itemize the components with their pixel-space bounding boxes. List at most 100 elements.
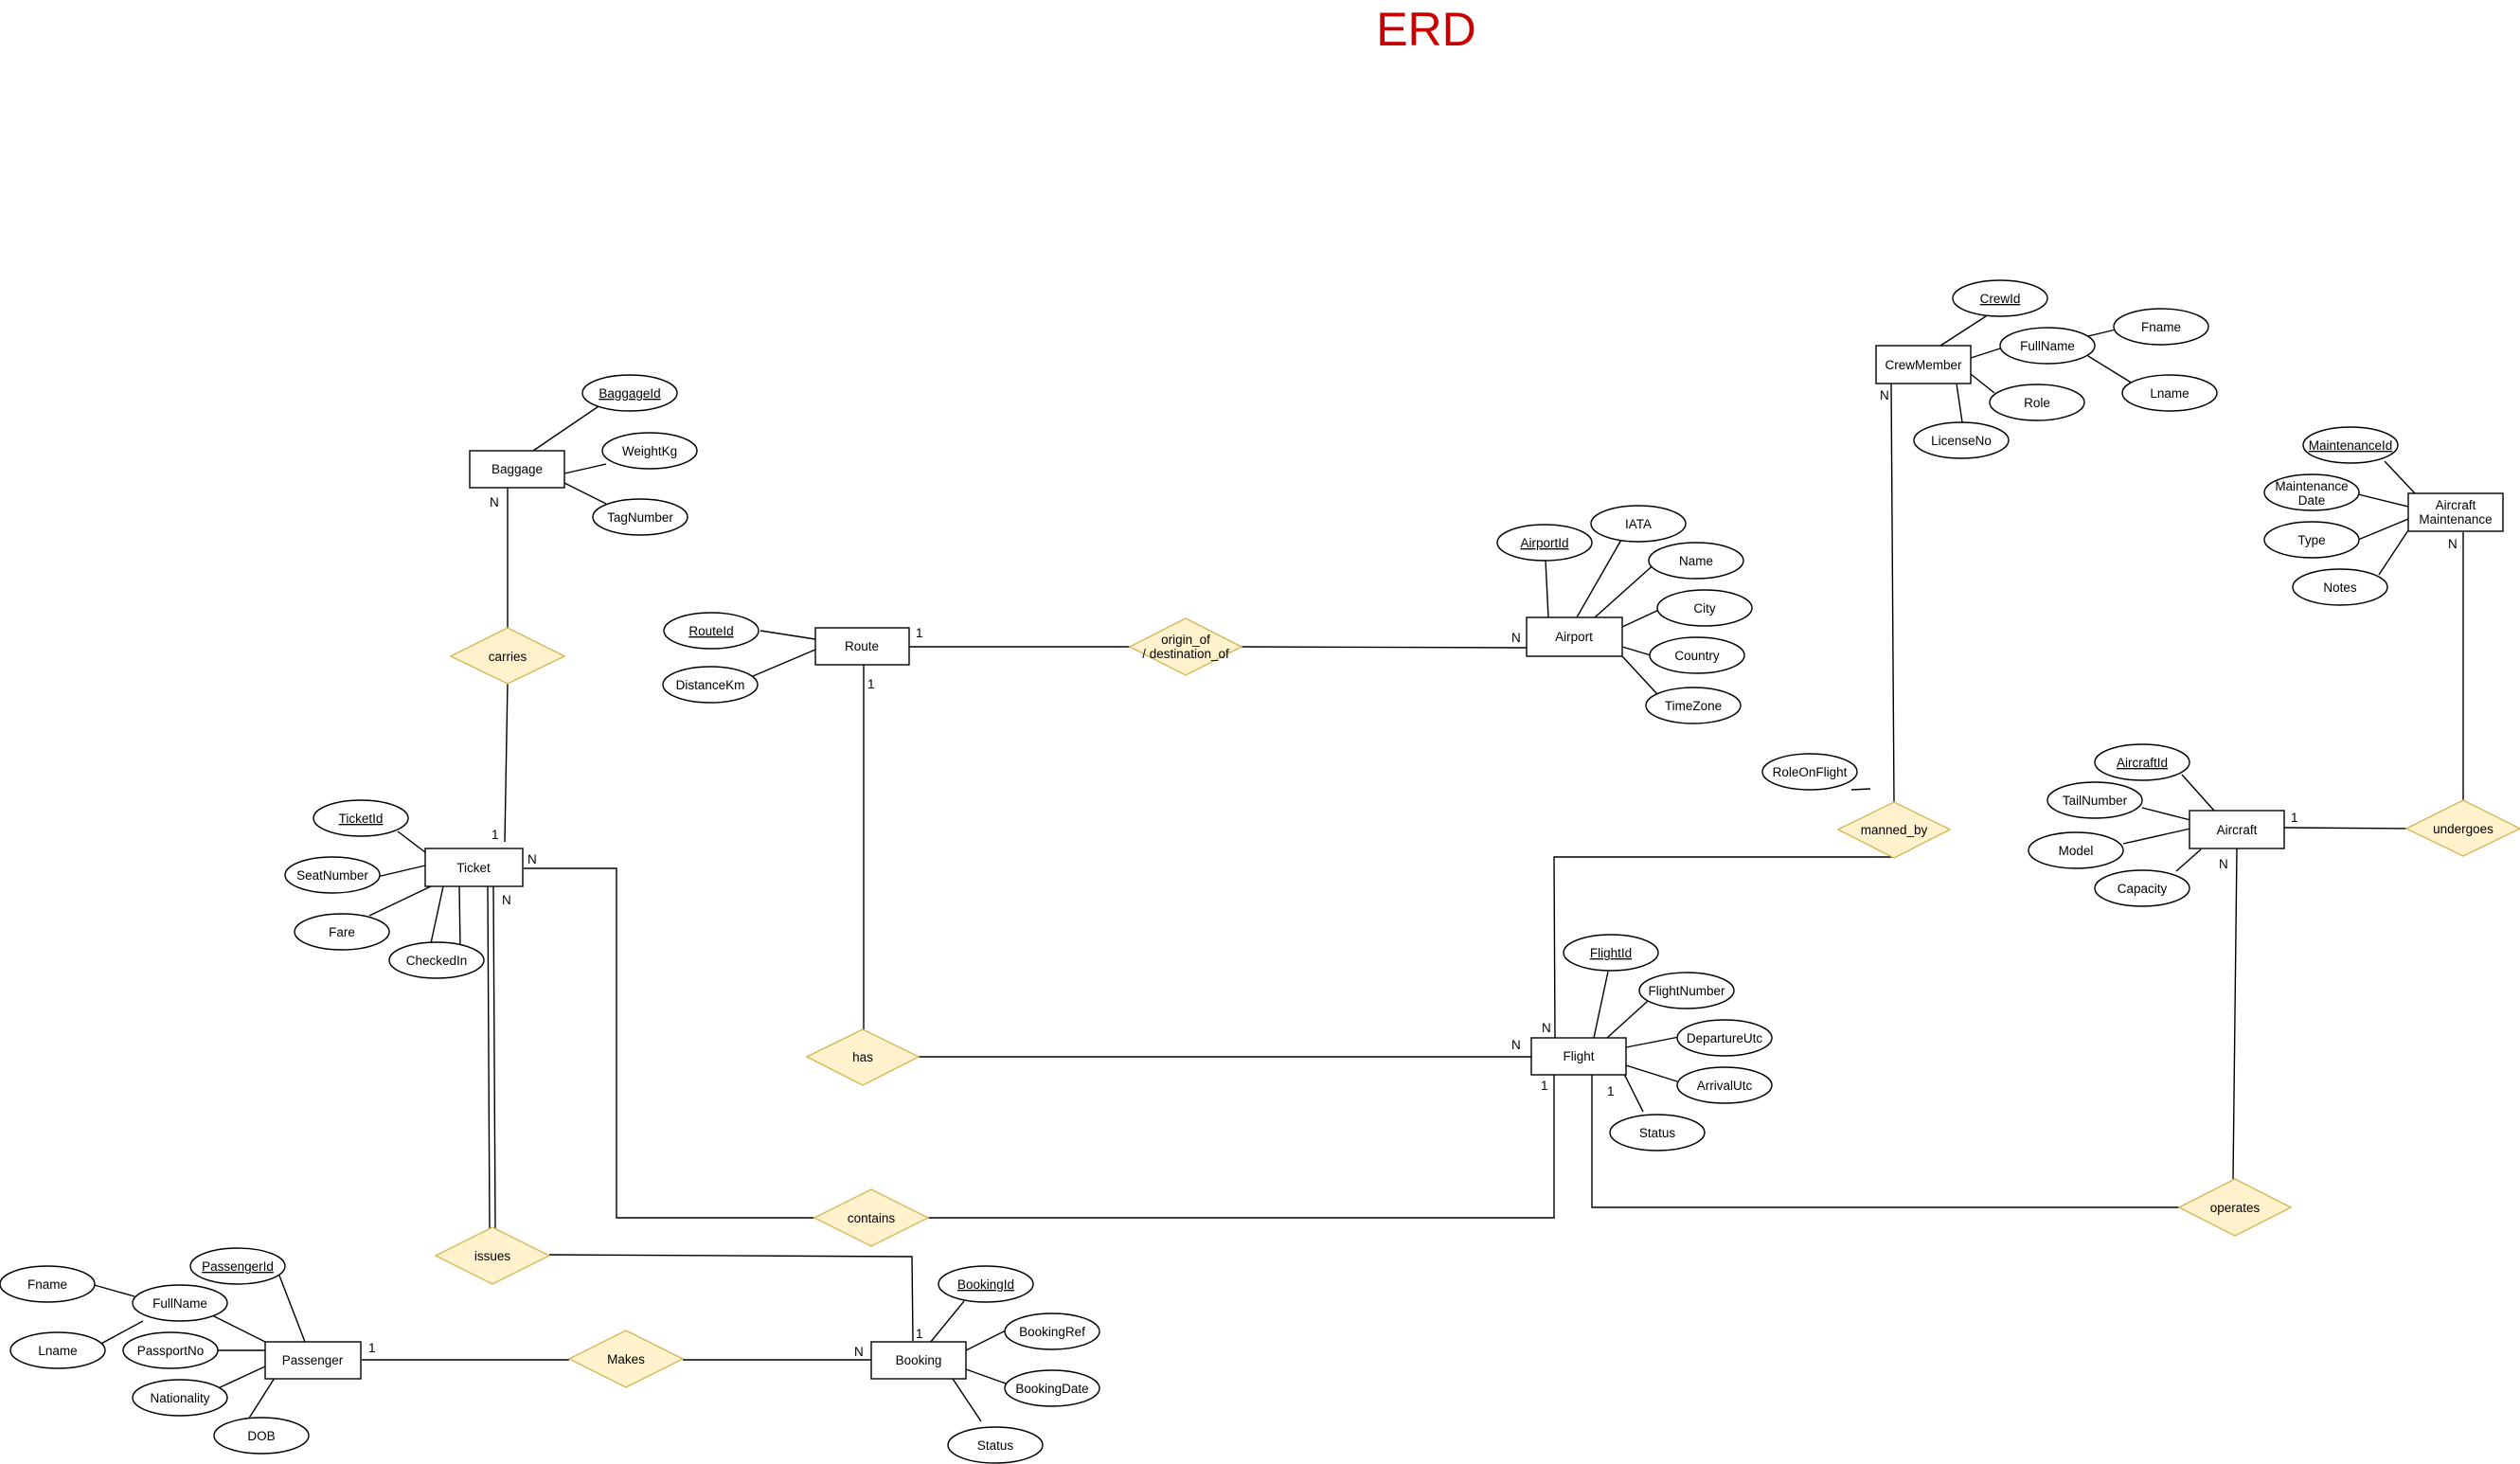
entity-label: Flight [1563, 1049, 1594, 1063]
attribute-tail-number: TailNumber [2046, 781, 2143, 819]
attribute-pass-lname: Lname [9, 1331, 106, 1369]
cardinality-ticket-carries: 1 [491, 828, 499, 842]
entity-crewmember: CrewMember [1875, 345, 1972, 384]
entity-label: Booking [896, 1353, 942, 1367]
entity-label: Aircraft [2436, 498, 2476, 512]
attribute-label: Lname [2150, 386, 2189, 401]
attribute-label: ArrivalUtc [1697, 1079, 1753, 1093]
relationship-label: contains [848, 1211, 896, 1225]
relationship-operates: operates [2177, 1178, 2293, 1237]
attribute-maintenance-date: Maintenance Date [2263, 473, 2360, 511]
attribute-maintenance-id: MaintenanceId [2302, 426, 2399, 464]
entity-baggage: Baggage [469, 450, 565, 489]
attribute-city: City [1656, 589, 1753, 627]
attribute-label: IATA [1625, 517, 1652, 531]
relationship-contains: contains [813, 1188, 930, 1247]
entity-label: Route [845, 639, 879, 653]
attribute-role-on-flight: RoleOnFlight [1761, 753, 1858, 791]
attribute-label: TimeZone [1665, 699, 1722, 713]
attribute-weight-kg: WeightKg [601, 432, 698, 470]
attribute-label: TailNumber [2063, 794, 2128, 808]
relationship-label: issues [474, 1249, 511, 1263]
cardinality-flight-manned: N [1542, 1021, 1551, 1035]
relationship-manned-by: manned_by [1836, 801, 1952, 859]
attribute-label: Date [2298, 493, 2326, 508]
attribute-label: Nationality [150, 1391, 209, 1405]
attribute-label: TagNumber [607, 510, 673, 525]
cardinality-crew-manned: N [1880, 388, 1889, 402]
attribute-crew-id: CrewId [1952, 279, 2048, 317]
attribute-label: Type [2297, 533, 2325, 547]
cardinality-airport-origin: N [1511, 631, 1521, 645]
relationship-undergoes: undergoes [2404, 799, 2520, 857]
cardinality-aircraft-undergoes: 1 [2291, 811, 2298, 825]
entity-airport: Airport [1526, 616, 1623, 657]
attribute-model: Model [2028, 831, 2124, 869]
entity-label: Maintenance [2419, 512, 2492, 527]
attribute-label: RoleOnFlight [1773, 765, 1848, 779]
attribute-label: SeatNumber [296, 868, 368, 883]
attribute-label: CheckedIn [406, 954, 468, 968]
relationship-origin-of: origin_of / destination_of [1128, 617, 1243, 676]
attribute-label: PassengerId [202, 1259, 274, 1274]
attribute-label: Notes [2323, 580, 2357, 595]
attribute-crew-fname: Fname [2113, 308, 2209, 346]
attribute-label: LicenseNo [1931, 434, 1992, 448]
attribute-label: AircraftId [2117, 756, 2168, 770]
attribute-iata: IATA [1590, 505, 1687, 543]
entity-passenger: Passenger [264, 1341, 362, 1380]
connectors [90, 315, 2464, 1428]
attribute-timezone: TimeZone [1645, 687, 1742, 724]
attribute-label: Model [2059, 844, 2094, 858]
cardinality-booking-issues: 1 [916, 1327, 923, 1341]
attribute-passport-no: PassportNo [122, 1331, 219, 1369]
attribute-label: Fname [27, 1277, 67, 1292]
attribute-fare: Fare [294, 913, 390, 951]
attribute-pass-fullname: FullName [132, 1284, 228, 1322]
relationship-label: / destination_of [1142, 647, 1229, 661]
relationship-label: origin_of [1161, 633, 1210, 647]
attribute-label: Maintenance [2275, 479, 2348, 493]
attribute-country: Country [1649, 636, 1745, 674]
attribute-checked-in: CheckedIn [388, 941, 485, 979]
attribute-maint-notes: Notes [2292, 568, 2388, 606]
attribute-capacity: Capacity [2094, 869, 2190, 907]
attribute-booking-date: BookingDate [1004, 1369, 1100, 1407]
attribute-distance-km: DistanceKm [662, 666, 759, 704]
attribute-label: FlightId [1590, 946, 1632, 960]
cardinality-booking-makes: N [854, 1345, 864, 1359]
entity-label: Aircraft [2217, 823, 2258, 837]
relationship-has: has [805, 1028, 920, 1086]
attribute-booking-id: BookingId [938, 1265, 1034, 1303]
attribute-pass-fname: Fname [0, 1265, 96, 1303]
cardinality-route-origin: 1 [916, 626, 923, 640]
attribute-label: PassportNo [137, 1344, 205, 1358]
attribute-flight-id: FlightId [1563, 934, 1659, 972]
relationship-label: undergoes [2433, 822, 2493, 836]
entity-flight: Flight [1530, 1037, 1627, 1076]
attribute-arrival-utc: ArrivalUtc [1676, 1066, 1773, 1104]
attribute-flight-status: Status [1609, 1114, 1706, 1152]
attribute-label: MaintenanceId [2309, 438, 2393, 453]
attribute-label: BookingDate [1015, 1382, 1088, 1396]
attribute-seat-number: SeatNumber [284, 856, 381, 894]
attribute-departure-utc: DepartureUtc [1676, 1019, 1773, 1057]
attribute-route-id: RouteId [663, 612, 760, 650]
entity-label: Ticket [456, 861, 491, 875]
attribute-label: Role [2024, 396, 2050, 410]
entity-booking: Booking [870, 1341, 967, 1380]
attribute-label: Fare [329, 925, 355, 939]
attribute-label: FullName [2020, 339, 2075, 353]
entity-aircraft-maintenance: Aircraft Maintenance [2407, 492, 2504, 532]
entity-ticket: Ticket [424, 848, 524, 887]
attribute-label: FlightNumber [1648, 984, 1725, 998]
attribute-nationality: Nationality [132, 1379, 228, 1417]
cardinality-baggage-carries: N [490, 495, 499, 509]
relationship-label: has [852, 1050, 873, 1064]
attribute-label: CrewId [1980, 292, 2021, 306]
cardinality-route-has: 1 [867, 677, 875, 691]
attribute-label: DistanceKm [676, 678, 745, 692]
entity-label: CrewMember [1885, 358, 1962, 372]
attribute-airport-id: AirportId [1496, 524, 1593, 562]
